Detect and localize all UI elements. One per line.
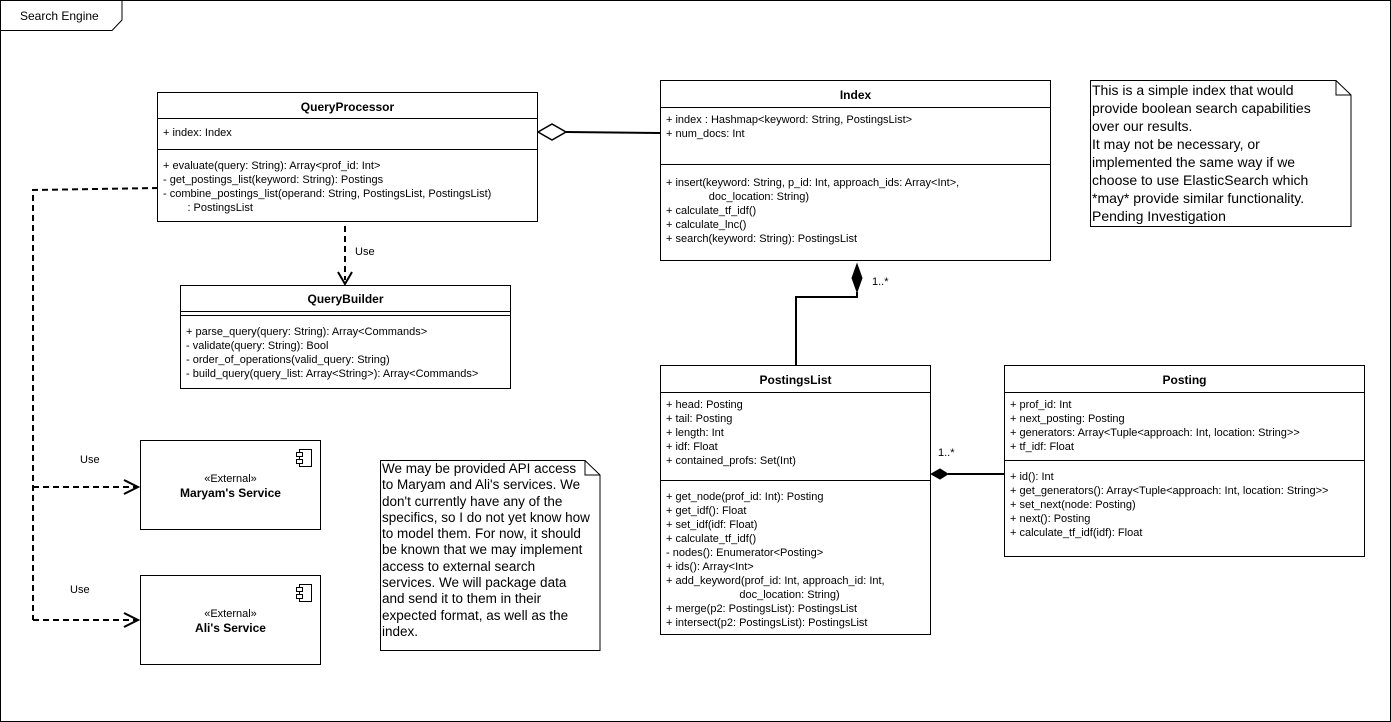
class-name: PostingsList (759, 373, 832, 387)
class-method: - get_postings_list(keyword: String): Po… (163, 174, 384, 186)
note-api-shape (380, 460, 601, 651)
class-method: - order_of_operations(valid_query: Strin… (186, 354, 390, 366)
class-methods: + evaluate(query: String): Array<prof_id… (163, 159, 491, 215)
component-name: Ali's Service (195, 621, 266, 635)
class-divider (158, 118, 537, 119)
class-method: doc_location: String) (666, 191, 810, 203)
note-api: We may be provided API access to Maryam … (382, 461, 590, 639)
index-postings-multiplicity: 1..* (872, 276, 889, 288)
class-method: + next(): Posting (1010, 513, 1091, 525)
class-method: + parse_query(query: String): Array<Comm… (186, 326, 428, 338)
note-index: This is a simple index that would provid… (1092, 82, 1311, 224)
class-attribute: + contained_profs: Set(Int) (666, 455, 796, 467)
class-attribute: + idf: Float (666, 441, 718, 453)
class-divider (1005, 392, 1364, 393)
class-query-processor[interactable]: QueryProcessor + index: Index + evaluate… (157, 92, 538, 222)
class-method: + id(): Int (1010, 471, 1054, 483)
class-methods: + parse_query(query: String): Array<Comm… (186, 325, 478, 381)
note-index-shape (1090, 80, 1352, 227)
frame-label-tab (0, 0, 123, 31)
aggregation-diamond (536, 123, 568, 141)
use-builder-label: Use (355, 246, 375, 258)
class-divider (181, 311, 510, 312)
class-method: + get_idf(): Float (666, 505, 747, 517)
use-ali-arrowhead (123, 612, 141, 628)
class-method: : PostingsList (163, 202, 253, 214)
component-stereotype: «External» (204, 473, 257, 485)
use-builder-arrowhead (337, 271, 353, 286)
class-attribute: + length: Int (666, 427, 724, 439)
class-method: + merge(p2: PostingsList): PostingsList (666, 603, 858, 615)
use-ali-label: Use (70, 584, 90, 596)
class-method: + get_node(prof_id: Int): Posting (666, 491, 824, 503)
component-ali-service[interactable]: «External» Ali's Service (140, 575, 321, 665)
class-method: - validate(query: String): Bool (186, 340, 329, 352)
class-name: QueryBuilder (307, 292, 384, 306)
class-divider (158, 149, 537, 150)
class-posting[interactable]: Posting + prof_id: Int + next_posting: P… (1004, 365, 1365, 557)
class-attribute: + next_posting: Posting (1010, 413, 1125, 425)
class-attributes: + index : Hashmap<keyword: String, Posti… (666, 113, 912, 141)
postings-posting-multiplicity: 1..* (938, 447, 955, 459)
class-method: + calculate_tf_idf(idf): Float (1010, 527, 1143, 539)
aggregation-line (565, 131, 661, 134)
class-method: + set_idf(idf: Float) (666, 519, 758, 531)
class-name: QueryProcessor (300, 100, 395, 114)
composition-posting-diamond (929, 468, 949, 480)
class-attributes: + index: Index (163, 126, 232, 140)
class-method: + insert(keyword: String, p_id: Int, app… (666, 177, 960, 189)
class-methods: + insert(keyword: String, p_id: Int, app… (666, 176, 959, 246)
class-divider (661, 392, 930, 393)
component-icon (296, 449, 312, 467)
class-query-builder[interactable]: QueryBuilder + parse_query(query: String… (180, 285, 511, 389)
use-maryam-label: Use (80, 454, 100, 466)
composition-index-line (795, 292, 858, 365)
class-method: - nodes(): Enumerator<Posting> (666, 547, 824, 559)
class-method: + calculate_lnc() (666, 219, 747, 231)
class-method: doc_location: String) (666, 589, 840, 601)
class-attribute: + head: Posting (666, 399, 743, 411)
class-method: + search(keyword: String): PostingsList (666, 233, 858, 245)
class-method: + evaluate(query: String): Array<prof_id… (163, 160, 381, 172)
class-method: + calculate_tf_idf() (666, 533, 757, 545)
class-divider (661, 107, 1050, 108)
class-method: + intersect(p2: PostingsList): PostingsL… (666, 617, 868, 629)
use-external-trunk (32, 187, 159, 620)
class-method: + ids(): Array<Int> (666, 561, 754, 573)
class-postings-list[interactable]: PostingsList + head: Posting + tail: Pos… (660, 365, 931, 635)
class-method: + add_keyword(prof_id: Int, approach_id:… (666, 575, 885, 587)
class-method: + get_generators(): Array<Tuple<approach… (1010, 485, 1329, 497)
class-divider (181, 315, 510, 316)
class-index[interactable]: Index + index : Hashmap<keyword: String,… (660, 80, 1051, 261)
frame-title: Search Engine (20, 9, 99, 23)
component-icon (296, 584, 312, 602)
class-methods: + id(): Int + get_generators(): Array<Tu… (1010, 470, 1328, 540)
class-attribute: + prof_id: Int (1010, 399, 1072, 411)
class-method: + set_next(node: Posting) (1010, 499, 1136, 511)
class-method: - build_query(query_list: Array<String>)… (186, 368, 479, 380)
class-attribute: + generators: Array<Tuple<approach: Int,… (1010, 427, 1300, 439)
component-stereotype: «External» (204, 608, 257, 620)
composition-index-diamond (851, 262, 863, 294)
component-maryam-service[interactable]: «External» Maryam's Service (140, 440, 321, 530)
class-methods: + get_node(prof_id: Int): Posting + get_… (666, 490, 885, 630)
use-maryam-arrowhead (123, 479, 141, 495)
class-attribute: + index : Hashmap<keyword: String, Posti… (666, 114, 913, 126)
class-attributes: + head: Posting + tail: Posting + length… (666, 398, 796, 468)
class-attribute: + tf_idf: Float (1010, 441, 1074, 453)
class-method: - combine_postings_list(operand: String,… (163, 188, 492, 200)
component-name: Maryam's Service (180, 486, 281, 500)
class-divider (1005, 460, 1364, 461)
class-method: + calculate_tf_idf() (666, 205, 757, 217)
class-attribute: + tail: Posting (666, 413, 733, 425)
class-divider (661, 480, 930, 481)
class-divider (661, 164, 1050, 165)
class-attributes: + prof_id: Int + next_posting: Posting +… (1010, 398, 1300, 454)
class-attribute: + index: Index (163, 127, 232, 139)
class-attribute: + num_docs: Int (666, 128, 745, 140)
class-name: Posting (1162, 373, 1207, 387)
class-name: Index (839, 88, 872, 102)
